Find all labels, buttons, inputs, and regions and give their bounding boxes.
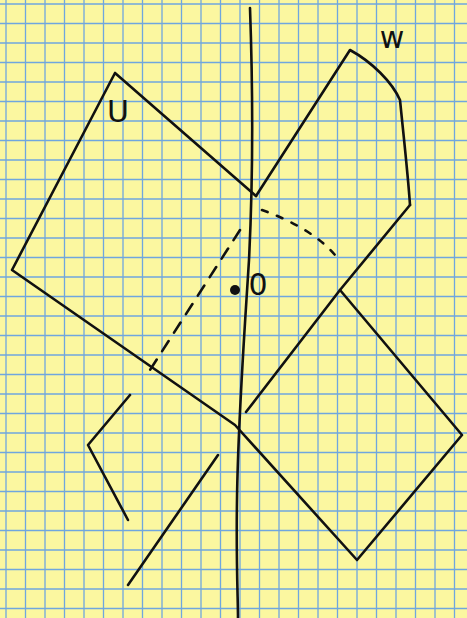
grid-line <box>0 491 467 492</box>
origin-label: 0 <box>248 270 267 300</box>
grid-line <box>44 0 45 618</box>
grid-line <box>0 588 467 589</box>
grid-line <box>0 198 467 199</box>
grid-line <box>454 0 455 618</box>
plane-w-edge <box>128 455 218 585</box>
grid-line <box>376 0 377 618</box>
grid-line <box>0 296 467 297</box>
grid-line <box>0 432 467 433</box>
grid-line <box>142 0 143 618</box>
plane-label: U <box>107 97 129 127</box>
grid-line <box>0 81 467 82</box>
grid-line <box>0 452 467 453</box>
origin-dot <box>230 285 240 295</box>
grid-line <box>0 549 467 550</box>
hidden-edge <box>150 230 240 370</box>
grid-line <box>337 0 338 618</box>
grid-line <box>0 569 467 570</box>
grid-line <box>0 140 467 141</box>
grid-line <box>0 530 467 531</box>
grid-line <box>239 0 240 618</box>
grid-line <box>259 0 260 618</box>
hidden-edge <box>262 210 335 255</box>
grid-line <box>0 471 467 472</box>
grid-line <box>298 0 299 618</box>
grid-line <box>220 0 221 618</box>
grid-line <box>5 0 6 618</box>
grid-line <box>0 62 467 63</box>
grid-line <box>0 608 467 609</box>
grid-line <box>200 0 201 618</box>
grid-line <box>25 0 26 618</box>
grid-line <box>122 0 123 618</box>
plane-label: w <box>380 23 405 53</box>
grid-line <box>0 120 467 121</box>
grid-line <box>0 393 467 394</box>
grid-line <box>0 413 467 414</box>
grid-line <box>317 0 318 618</box>
grid-line <box>0 179 467 180</box>
plane-w-edge <box>246 205 410 412</box>
plane-w-edge <box>88 395 130 520</box>
grid-line <box>0 3 467 4</box>
grid-line <box>0 335 467 336</box>
grid-line <box>64 0 65 618</box>
grid-line <box>181 0 182 618</box>
grid-line <box>0 315 467 316</box>
grid-line <box>0 276 467 277</box>
plane-w-edge <box>256 50 410 205</box>
grid-line <box>278 0 279 618</box>
plane-u-edge <box>12 73 462 560</box>
grid-line <box>415 0 416 618</box>
grid-line <box>0 354 467 355</box>
grid-line <box>0 374 467 375</box>
grid-line <box>161 0 162 618</box>
intersection-line <box>237 8 253 618</box>
grid-line <box>0 257 467 258</box>
grid-line <box>83 0 84 618</box>
grid-line <box>434 0 435 618</box>
grid-line <box>0 101 467 102</box>
